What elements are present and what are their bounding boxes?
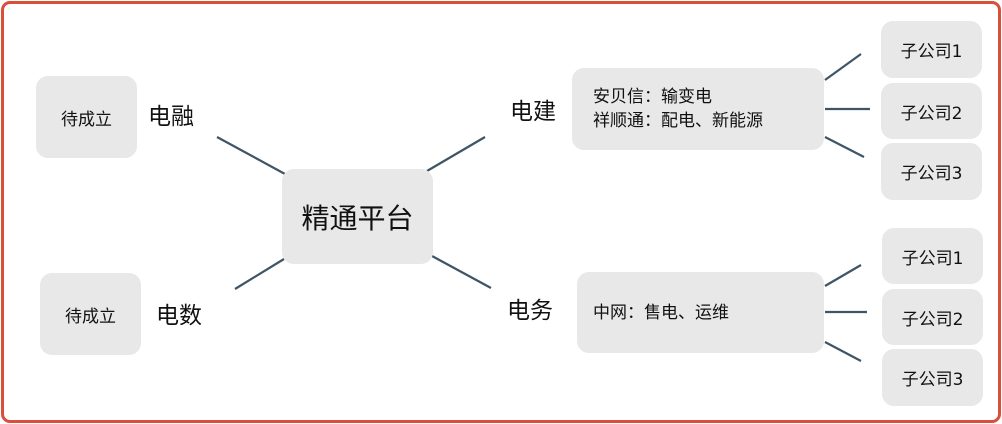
sub-label: 子公司1 xyxy=(901,248,964,269)
node-label: 待成立 xyxy=(61,109,112,130)
dianrong-label: 电融 xyxy=(148,104,194,130)
desc-line: 中网：售电、运维 xyxy=(593,302,729,323)
dianshu-status-node: 待成立 xyxy=(40,273,141,355)
connector-dianwu xyxy=(431,255,492,289)
dianwu-label: 电务 xyxy=(507,298,553,324)
sub-label: 子公司3 xyxy=(901,370,964,390)
dianwu-sub-2: 子公司2 xyxy=(882,289,983,345)
center-node: 精通平台 xyxy=(282,169,433,264)
desc-line: 祥顺通：配电、新能源 xyxy=(593,111,763,131)
dianwu-sub-1: 子公司1 xyxy=(882,228,983,284)
connector-dianjian-sub1 xyxy=(824,53,862,81)
dianjian-sub-2: 子公司2 xyxy=(881,83,982,139)
sub-label: 子公司2 xyxy=(901,309,964,330)
dianshu-label: 电数 xyxy=(156,303,202,329)
dianjian-label: 电建 xyxy=(510,99,556,125)
dianjian-desc-node: 安贝信：输变电 祥顺通：配电、新能源 xyxy=(572,68,824,150)
dianwu-desc-node: 中网：售电、运维 xyxy=(577,272,824,353)
connector-dianwu-sub1 xyxy=(824,264,862,287)
sub-label: 子公司2 xyxy=(900,103,963,124)
connector-dianjian xyxy=(426,136,486,172)
connector-dianrong xyxy=(216,136,286,175)
center-label: 精通平台 xyxy=(301,201,414,235)
dianrong-status-node: 待成立 xyxy=(36,76,137,158)
sub-label: 子公司3 xyxy=(900,164,963,184)
desc-line: 安贝信：输变电 xyxy=(593,87,712,107)
node-label: 待成立 xyxy=(65,306,116,327)
dianjian-sub-3: 子公司3 xyxy=(881,143,982,200)
connector-dianjian-sub3 xyxy=(824,136,865,158)
sub-label: 子公司1 xyxy=(900,42,963,62)
dianwu-sub-3: 子公司3 xyxy=(882,349,983,406)
dianjian-sub-1: 子公司1 xyxy=(881,21,982,78)
connector-dianwu-sub3 xyxy=(824,341,862,362)
connector-dianshu xyxy=(234,258,285,290)
